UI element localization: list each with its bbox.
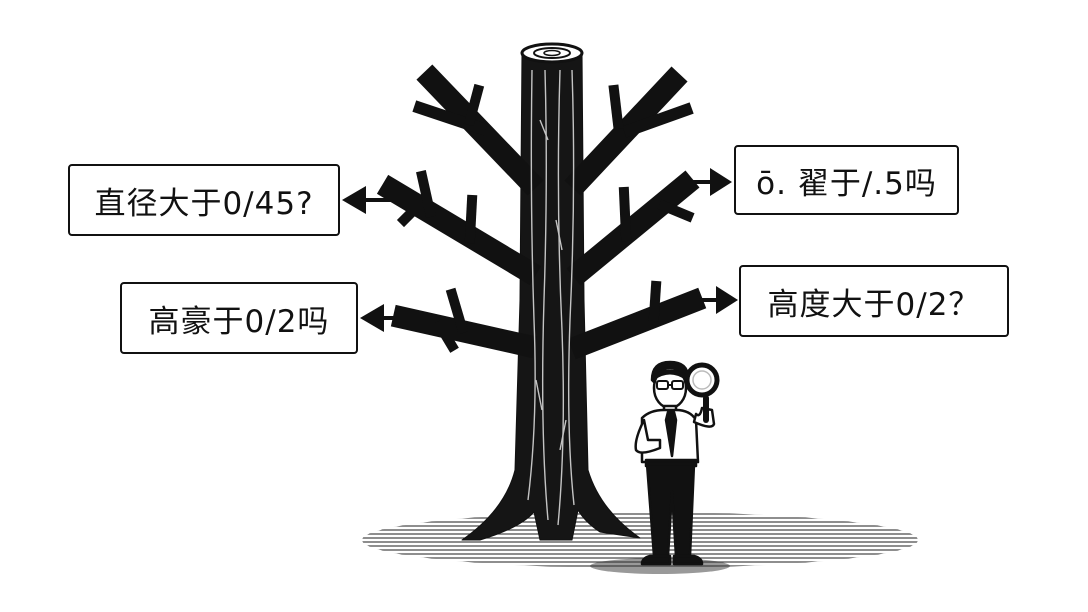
ground-shadow <box>362 512 918 574</box>
bark-texture <box>527 69 575 526</box>
question-box-diameter: 直径大于0/45? <box>68 164 340 236</box>
question-text-top-right: ō. 翟于/.5吗 <box>756 165 937 202</box>
arrow-top-left <box>342 186 400 214</box>
arrow-bottom-left <box>360 304 406 332</box>
tree <box>376 42 707 541</box>
question-box-height-right: 高度大于0/2？ <box>739 265 1009 337</box>
arrow-bottom-right <box>694 286 738 314</box>
question-box-top-right: ō. 翟于/.5吗 <box>734 145 959 215</box>
question-text-diameter: 直径大于0/45? <box>94 185 314 222</box>
tree-branches <box>376 64 707 360</box>
glasses-icon <box>656 380 684 390</box>
person-tie <box>664 410 678 458</box>
arrows <box>342 168 738 332</box>
trunk-top-rings <box>520 42 584 64</box>
person-with-magnifier <box>634 360 720 566</box>
question-text-height-right: 高度大于0/2？ <box>767 286 981 323</box>
question-text-height-left: 高豪于0/2吗 <box>148 303 330 340</box>
magnifying-glass-icon <box>684 362 720 423</box>
arrow-top-right <box>684 168 732 196</box>
tree-trunk <box>461 51 641 541</box>
question-box-height-left: 高豪于0/2吗 <box>120 282 358 354</box>
